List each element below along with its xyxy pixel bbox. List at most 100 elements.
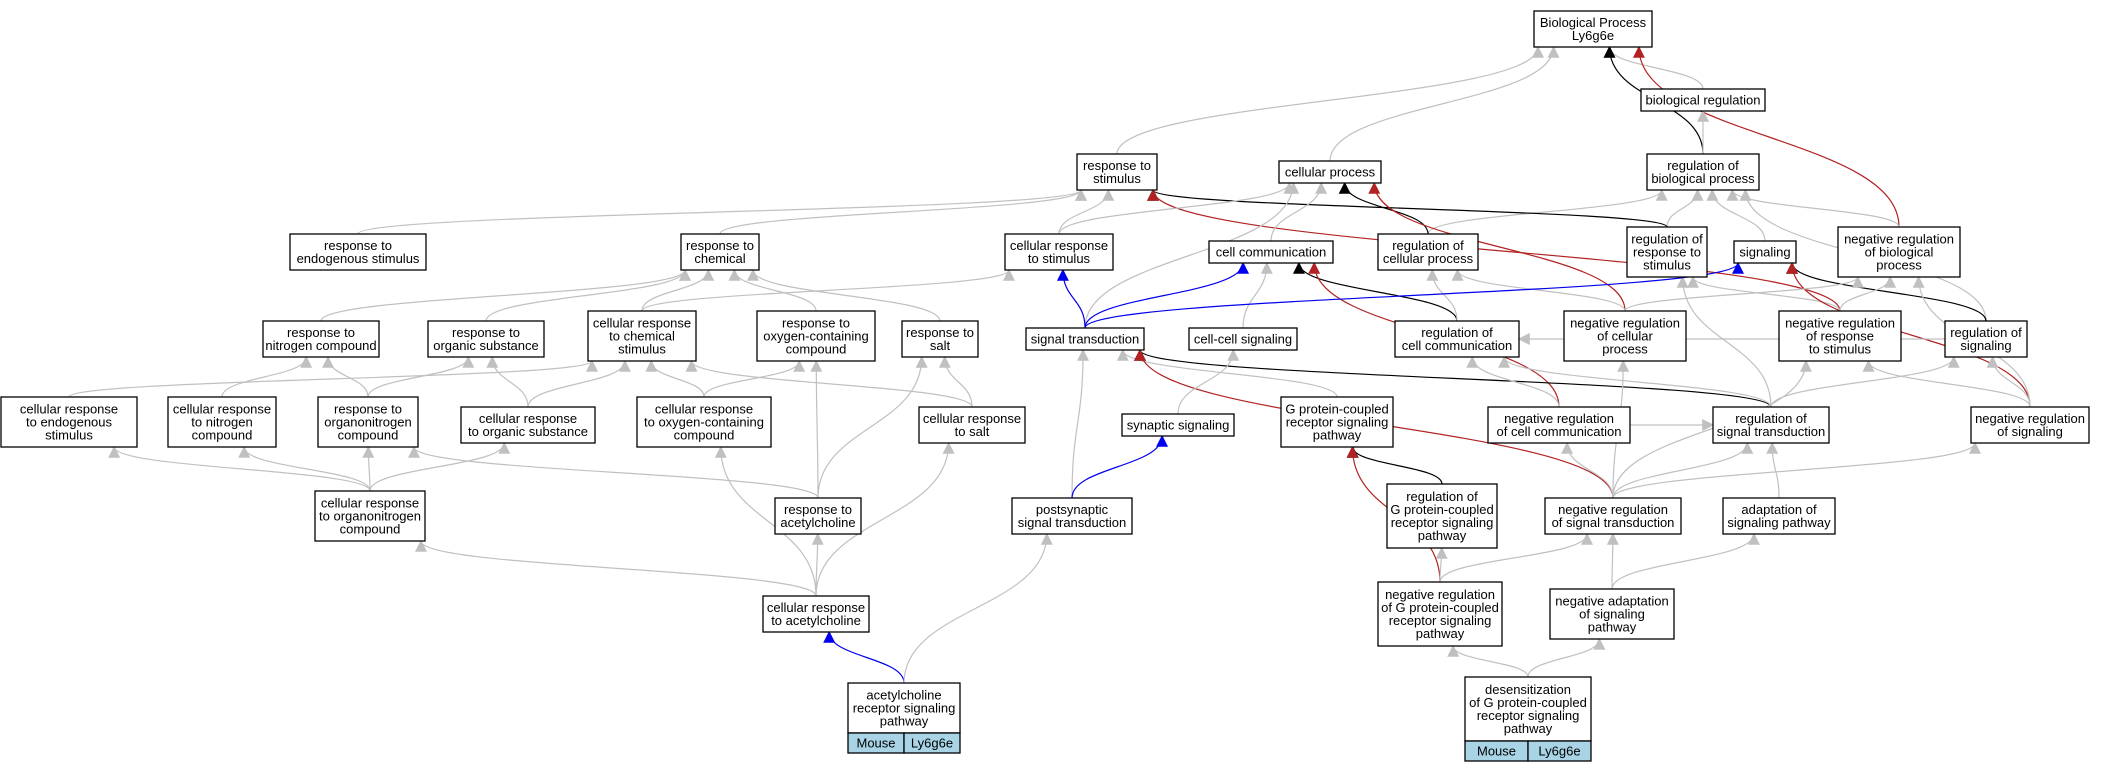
- node-label-line: acetylcholine: [780, 515, 855, 530]
- node-label-line: cellular response: [479, 411, 577, 426]
- node-box: [1722, 497, 1836, 535]
- node-label-line: negative regulation: [1385, 587, 1495, 602]
- edge-cchem-to-cstim: [641, 268, 1015, 312]
- node-label-line: receptor signaling: [1391, 515, 1494, 530]
- node-label-line: receptor signaling: [853, 701, 956, 716]
- node-label-line: cellular response: [173, 402, 271, 417]
- edge-negcp-to-cellproc: [1368, 181, 1626, 312]
- node-cellproc[interactable]: cellular process: [1278, 160, 1382, 184]
- edge-regcp-to-cellproc: [1338, 181, 1429, 235]
- edge-cach-to-coxy: [714, 445, 817, 597]
- node-label-line: postsynaptic: [1036, 502, 1109, 517]
- edge-achr-to-cach: [823, 630, 905, 684]
- edge-cchem-to-chem: [641, 268, 715, 312]
- edge-gpcr-to-sigtrans: [1116, 348, 1338, 398]
- node-label-line: compound: [786, 342, 847, 357]
- node-synsig[interactable]: synaptic signaling: [1121, 413, 1235, 437]
- node-signaling[interactable]: signaling: [1733, 240, 1797, 264]
- edge-regsig-to-signaling: [1786, 261, 1987, 322]
- node-bioreg[interactable]: biological regulation: [1640, 88, 1766, 112]
- edge-desens-to-neggpcr: [1447, 644, 1529, 678]
- node-label-line: signaling pathway: [1727, 515, 1831, 530]
- node-sigtrans[interactable]: signal transduction: [1025, 327, 1145, 351]
- node-box: [0, 396, 138, 448]
- node-label-line: response to: [784, 502, 852, 517]
- node-label-line: cellular response: [767, 600, 865, 615]
- edge-negadapt-to-adapt: [1611, 532, 1760, 590]
- node-box: [1278, 160, 1382, 184]
- node-label-line: pathway: [1313, 428, 1362, 443]
- edge-orgsub-to-chem: [485, 268, 691, 322]
- node-label-line: endogenous stimulus: [297, 251, 420, 266]
- node-label-line: negative regulation: [1785, 316, 1895, 331]
- edge-corgn-to-cendo: [108, 445, 371, 492]
- node-box: [774, 497, 862, 535]
- node-box: [1778, 310, 1902, 362]
- edge-corgn-to-orgn: [362, 445, 375, 492]
- node-label-line: response to: [287, 325, 355, 340]
- node-label-line: regulation of: [1950, 325, 2022, 340]
- edge-sigtrans-to-cellcomm: [1084, 261, 1250, 329]
- edge-adapt-to-regst: [1766, 441, 1780, 499]
- node-box: [1563, 310, 1687, 362]
- edge-layer: [68, 45, 2031, 684]
- node-cellcomm[interactable]: cell communication: [1208, 240, 1334, 264]
- node-label-line: stimulus: [1643, 258, 1691, 273]
- node-box: [1011, 497, 1133, 535]
- node-label-line: to chemical: [609, 329, 675, 344]
- node-box: [1549, 588, 1675, 640]
- edge-postsyn-to-synsig: [1071, 434, 1169, 499]
- node-label-line: regulation of: [1735, 411, 1807, 426]
- node-label-line: biological process: [1651, 171, 1755, 186]
- edge-corgn-to-corg: [369, 441, 511, 492]
- node-label-line: signaling: [1960, 338, 2011, 353]
- node-label-line: regulation of: [1406, 489, 1478, 504]
- node-box: [167, 396, 277, 448]
- node-label-line: of cell communication: [1497, 424, 1622, 439]
- species-tag-label: Mouse: [856, 736, 895, 751]
- edge-synsig-to-ccsig: [1177, 348, 1240, 415]
- edge-regst-to-sigtrans: [1134, 348, 1772, 408]
- node-box: [1377, 233, 1479, 271]
- node-ccsig[interactable]: cell-cell signaling: [1188, 327, 1298, 351]
